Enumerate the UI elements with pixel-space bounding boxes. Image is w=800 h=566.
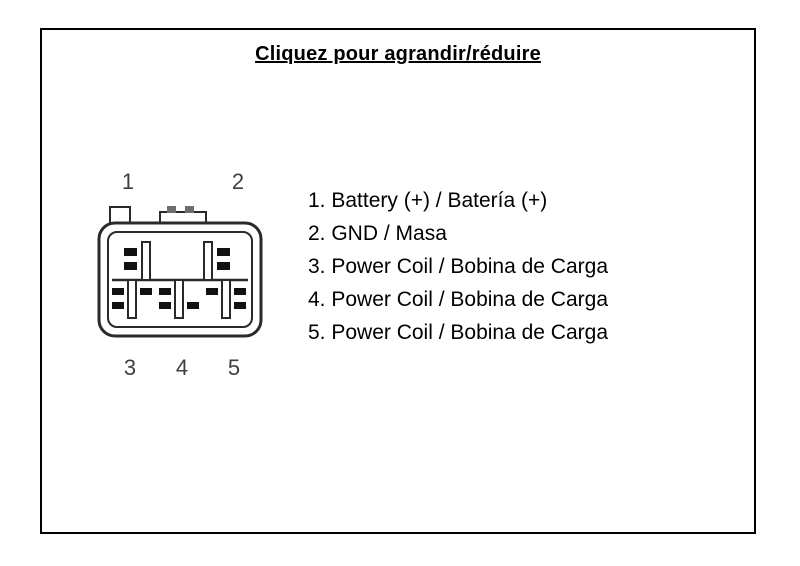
pin-4-blade — [174, 279, 184, 319]
pin-2-pad-b — [217, 262, 230, 270]
connector-tab-bump-2 — [185, 206, 194, 213]
pin-4-pad-b — [159, 302, 171, 309]
legend-item-1: 1. Battery (+) / Batería (+) — [308, 189, 548, 212]
legend-item-3: 3. Power Coil / Bobina de Carga — [308, 255, 608, 278]
pin-5-pad-c — [206, 288, 218, 295]
legend-item-4: 4. Power Coil / Bobina de Carga — [308, 288, 608, 311]
pin-2-pad-a — [217, 248, 230, 256]
pin-label-2: 2 — [231, 169, 245, 194]
pin-3-pad-b — [112, 302, 124, 309]
pin-4-pad-c — [187, 302, 199, 309]
connector-tab-bump-1 — [167, 206, 176, 213]
pin-label-3: 3 — [123, 355, 137, 380]
pin-5-pad-a — [234, 288, 246, 295]
pin-2-blade — [203, 241, 213, 281]
pin-4-pad-a — [159, 288, 171, 295]
legend-item-2: 2. GND / Masa — [308, 222, 447, 245]
pin-3-pad-c — [140, 288, 152, 295]
pin-1-pad-b — [124, 262, 137, 270]
pin-3-pad-a — [112, 288, 124, 295]
pin-1-pad-a — [124, 248, 137, 256]
pin-1-blade — [141, 241, 151, 281]
diagram-title[interactable]: Cliquez pour agrandir/réduire — [255, 43, 541, 65]
pinout-legend: 1. Battery (+) / Batería (+) 2. GND / Ma… — [308, 184, 608, 349]
pin-5-pad-b — [234, 302, 246, 309]
pin-5-blade — [221, 279, 231, 319]
pin-label-1: 1 — [121, 169, 135, 194]
pin-label-5: 5 — [227, 355, 241, 380]
connector-drawing-icon — [97, 206, 263, 338]
connector-diagram: 1 2 — [96, 170, 272, 386]
legend-item-5: 5. Power Coil / Bobina de Carga — [308, 321, 608, 344]
diagram-frame[interactable]: Cliquez pour agrandir/réduire 1 2 — [40, 28, 756, 534]
pin-3-blade — [127, 279, 137, 319]
connector-inner — [107, 231, 253, 328]
pin-label-4: 4 — [175, 355, 189, 380]
